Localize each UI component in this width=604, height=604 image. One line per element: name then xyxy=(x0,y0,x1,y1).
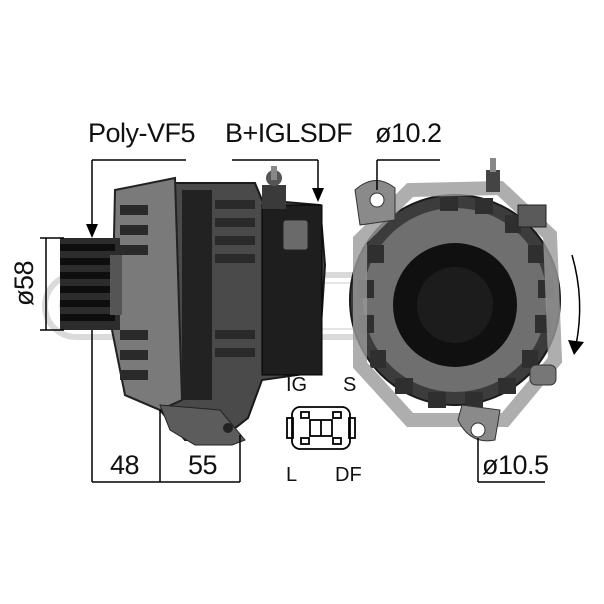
connector-pin-l: L xyxy=(286,464,298,486)
dimension-55-label: 55 xyxy=(188,450,218,480)
connector-pin-s: S xyxy=(343,374,357,396)
terminal-label: B+IGLSDF xyxy=(225,118,353,148)
left-dimensions xyxy=(40,159,319,483)
leader-arrows xyxy=(86,188,324,238)
connector-pin-df: DF xyxy=(335,464,362,486)
bottom-hole-diameter-label: ø10.5 xyxy=(482,450,549,480)
dimension-48-label: 48 xyxy=(110,450,140,480)
pulley xyxy=(60,238,122,330)
alternator-rear-view xyxy=(349,158,563,442)
pulley-type-label: Poly-VF5 xyxy=(88,118,196,148)
clockwise-arrow-icon xyxy=(568,340,584,355)
top-hole-diameter-label: ø10.2 xyxy=(375,118,442,148)
pulley-diameter-label: ø58 xyxy=(9,260,40,307)
alternator-side-view xyxy=(60,166,327,446)
connector-face xyxy=(286,406,356,450)
connector-pin-ig: IG xyxy=(286,374,308,396)
right-dimensions xyxy=(376,159,581,483)
